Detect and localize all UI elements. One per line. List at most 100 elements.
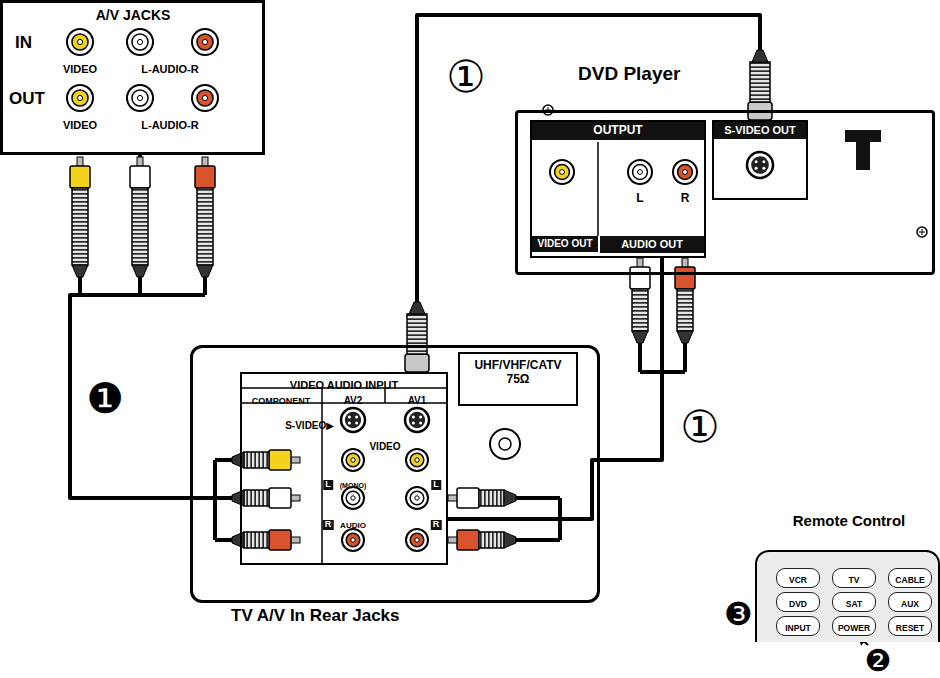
jack-collar: [72, 34, 88, 50]
jack-ring: [550, 160, 574, 184]
text-anchor: L-AUDIO-R: [141, 115, 198, 133]
jack-socket: [751, 156, 769, 174]
text-label: OUT: [9, 89, 45, 109]
rca-jack: [127, 29, 153, 55]
plug-tail: [677, 331, 693, 343]
text-label: A/V JACKS: [96, 7, 171, 23]
rca-jack: [406, 449, 428, 471]
jack-hole: [351, 496, 355, 500]
plug-tail: [632, 331, 648, 343]
plug-grip: [632, 289, 648, 331]
jack-pin: [419, 416, 422, 419]
text-anchor: S-VIDEO OUT: [714, 122, 806, 139]
rca-jack: [673, 160, 697, 184]
jack-ring: [406, 449, 428, 471]
jack-ring: [747, 152, 773, 178]
text-anchor: VIDEO: [63, 59, 97, 77]
jack-collar: [132, 90, 148, 106]
plug-tail: [132, 265, 148, 277]
jack-pin: [355, 416, 358, 419]
jack-ring: [192, 85, 218, 111]
jack-hole: [415, 458, 419, 462]
text-anchor: OUT: [9, 89, 45, 109]
jack-collar: [555, 165, 570, 180]
text-anchor: CABLE: [895, 569, 924, 587]
jack-collar: [72, 90, 88, 106]
text-label: R: [681, 192, 690, 206]
av-cable: [70, 155, 240, 498]
text-anchor: TV A/V In Rear Jacks: [231, 606, 400, 626]
callout-number: ❸: [724, 598, 753, 630]
jack-pin: [412, 422, 415, 425]
text-label: CABLE: [895, 576, 924, 586]
plug-collar: [269, 488, 291, 508]
text-anchor: R: [431, 513, 442, 531]
text-anchor: R: [681, 188, 690, 206]
text-label: (MONO): [340, 482, 366, 490]
panel-label: L: [431, 480, 441, 490]
s-video-jack: [405, 408, 429, 432]
plug-collar: [457, 488, 479, 508]
remote-control: Remote ControlVCRTVCABLEDVDSATAUXINPUTPO…: [755, 550, 940, 642]
jack-ring: [342, 487, 364, 509]
text-label: RESET: [896, 624, 924, 634]
jack-hole: [77, 39, 82, 44]
jack-hole: [415, 538, 419, 542]
plug-head: [405, 354, 429, 372]
text-anchor: TV: [849, 569, 860, 587]
rca-jack: [342, 529, 364, 551]
remote-button: SAT: [832, 592, 876, 612]
text-anchor: POWER: [838, 617, 870, 635]
jack-pin: [755, 167, 758, 170]
remote-button: VCR: [776, 568, 820, 588]
rca-jack: [67, 85, 93, 111]
s-video-jack: [747, 152, 773, 178]
jack-ring: [341, 408, 365, 432]
rca-jack: [192, 85, 218, 111]
callout-number: ①: [680, 405, 719, 449]
jack-ring: [67, 29, 93, 55]
jack-ring: [406, 529, 428, 551]
screw: [917, 227, 927, 237]
jack-collar: [410, 491, 424, 505]
text-anchor: ❶: [86, 378, 124, 420]
av-jack-panel: A/V JACKSINVIDEOL-AUDIO-ROUTVIDEOL-AUDIO…: [0, 0, 265, 155]
panel-label: R: [323, 520, 334, 530]
panel-label: VIDEO OUT: [532, 236, 598, 252]
text-anchor: SAT: [846, 593, 862, 611]
text-label: AUDIO: [340, 521, 366, 530]
plug-tail: [232, 532, 244, 548]
jack-collar: [132, 34, 148, 50]
callout-number: ①: [446, 55, 485, 99]
text-label: SAT: [846, 600, 862, 610]
text-anchor: DVD Player: [578, 63, 680, 85]
plug-collar: [675, 267, 695, 289]
text-label: AV2: [344, 395, 363, 407]
remote-button: AUX: [888, 592, 932, 612]
text-anchor: UHF/VHF/CATV 75Ω: [468, 359, 568, 387]
jack-hole: [638, 170, 643, 175]
plug-tail: [232, 452, 244, 468]
screw-slot: [919, 229, 925, 235]
jack-hole: [202, 95, 207, 100]
remote-button: CABLE: [888, 568, 932, 588]
panel-label: L: [323, 480, 333, 490]
jack-collar: [346, 533, 360, 547]
text-anchor: AV1: [408, 390, 427, 408]
callout-number: ❷: [865, 646, 892, 676]
grid-line: [321, 388, 323, 565]
antenna-input-box: UHF/VHF/CATV 75Ω: [458, 352, 578, 406]
text-anchor: AUDIO: [340, 514, 366, 532]
jack-ring: [342, 529, 364, 551]
text-label: S-VIDEO▶: [285, 420, 334, 432]
s-video-plug: [405, 302, 429, 372]
text-anchor: L: [431, 473, 441, 491]
text-label: AUX: [901, 600, 919, 610]
coax-connector: [490, 429, 520, 459]
text-anchor: VIDEO: [63, 115, 97, 133]
plug-tail: [409, 302, 425, 314]
text-label: VIDEO AUDIO INPUT: [290, 379, 398, 392]
text-label: VCR: [789, 576, 807, 586]
text-anchor: L: [636, 188, 643, 206]
